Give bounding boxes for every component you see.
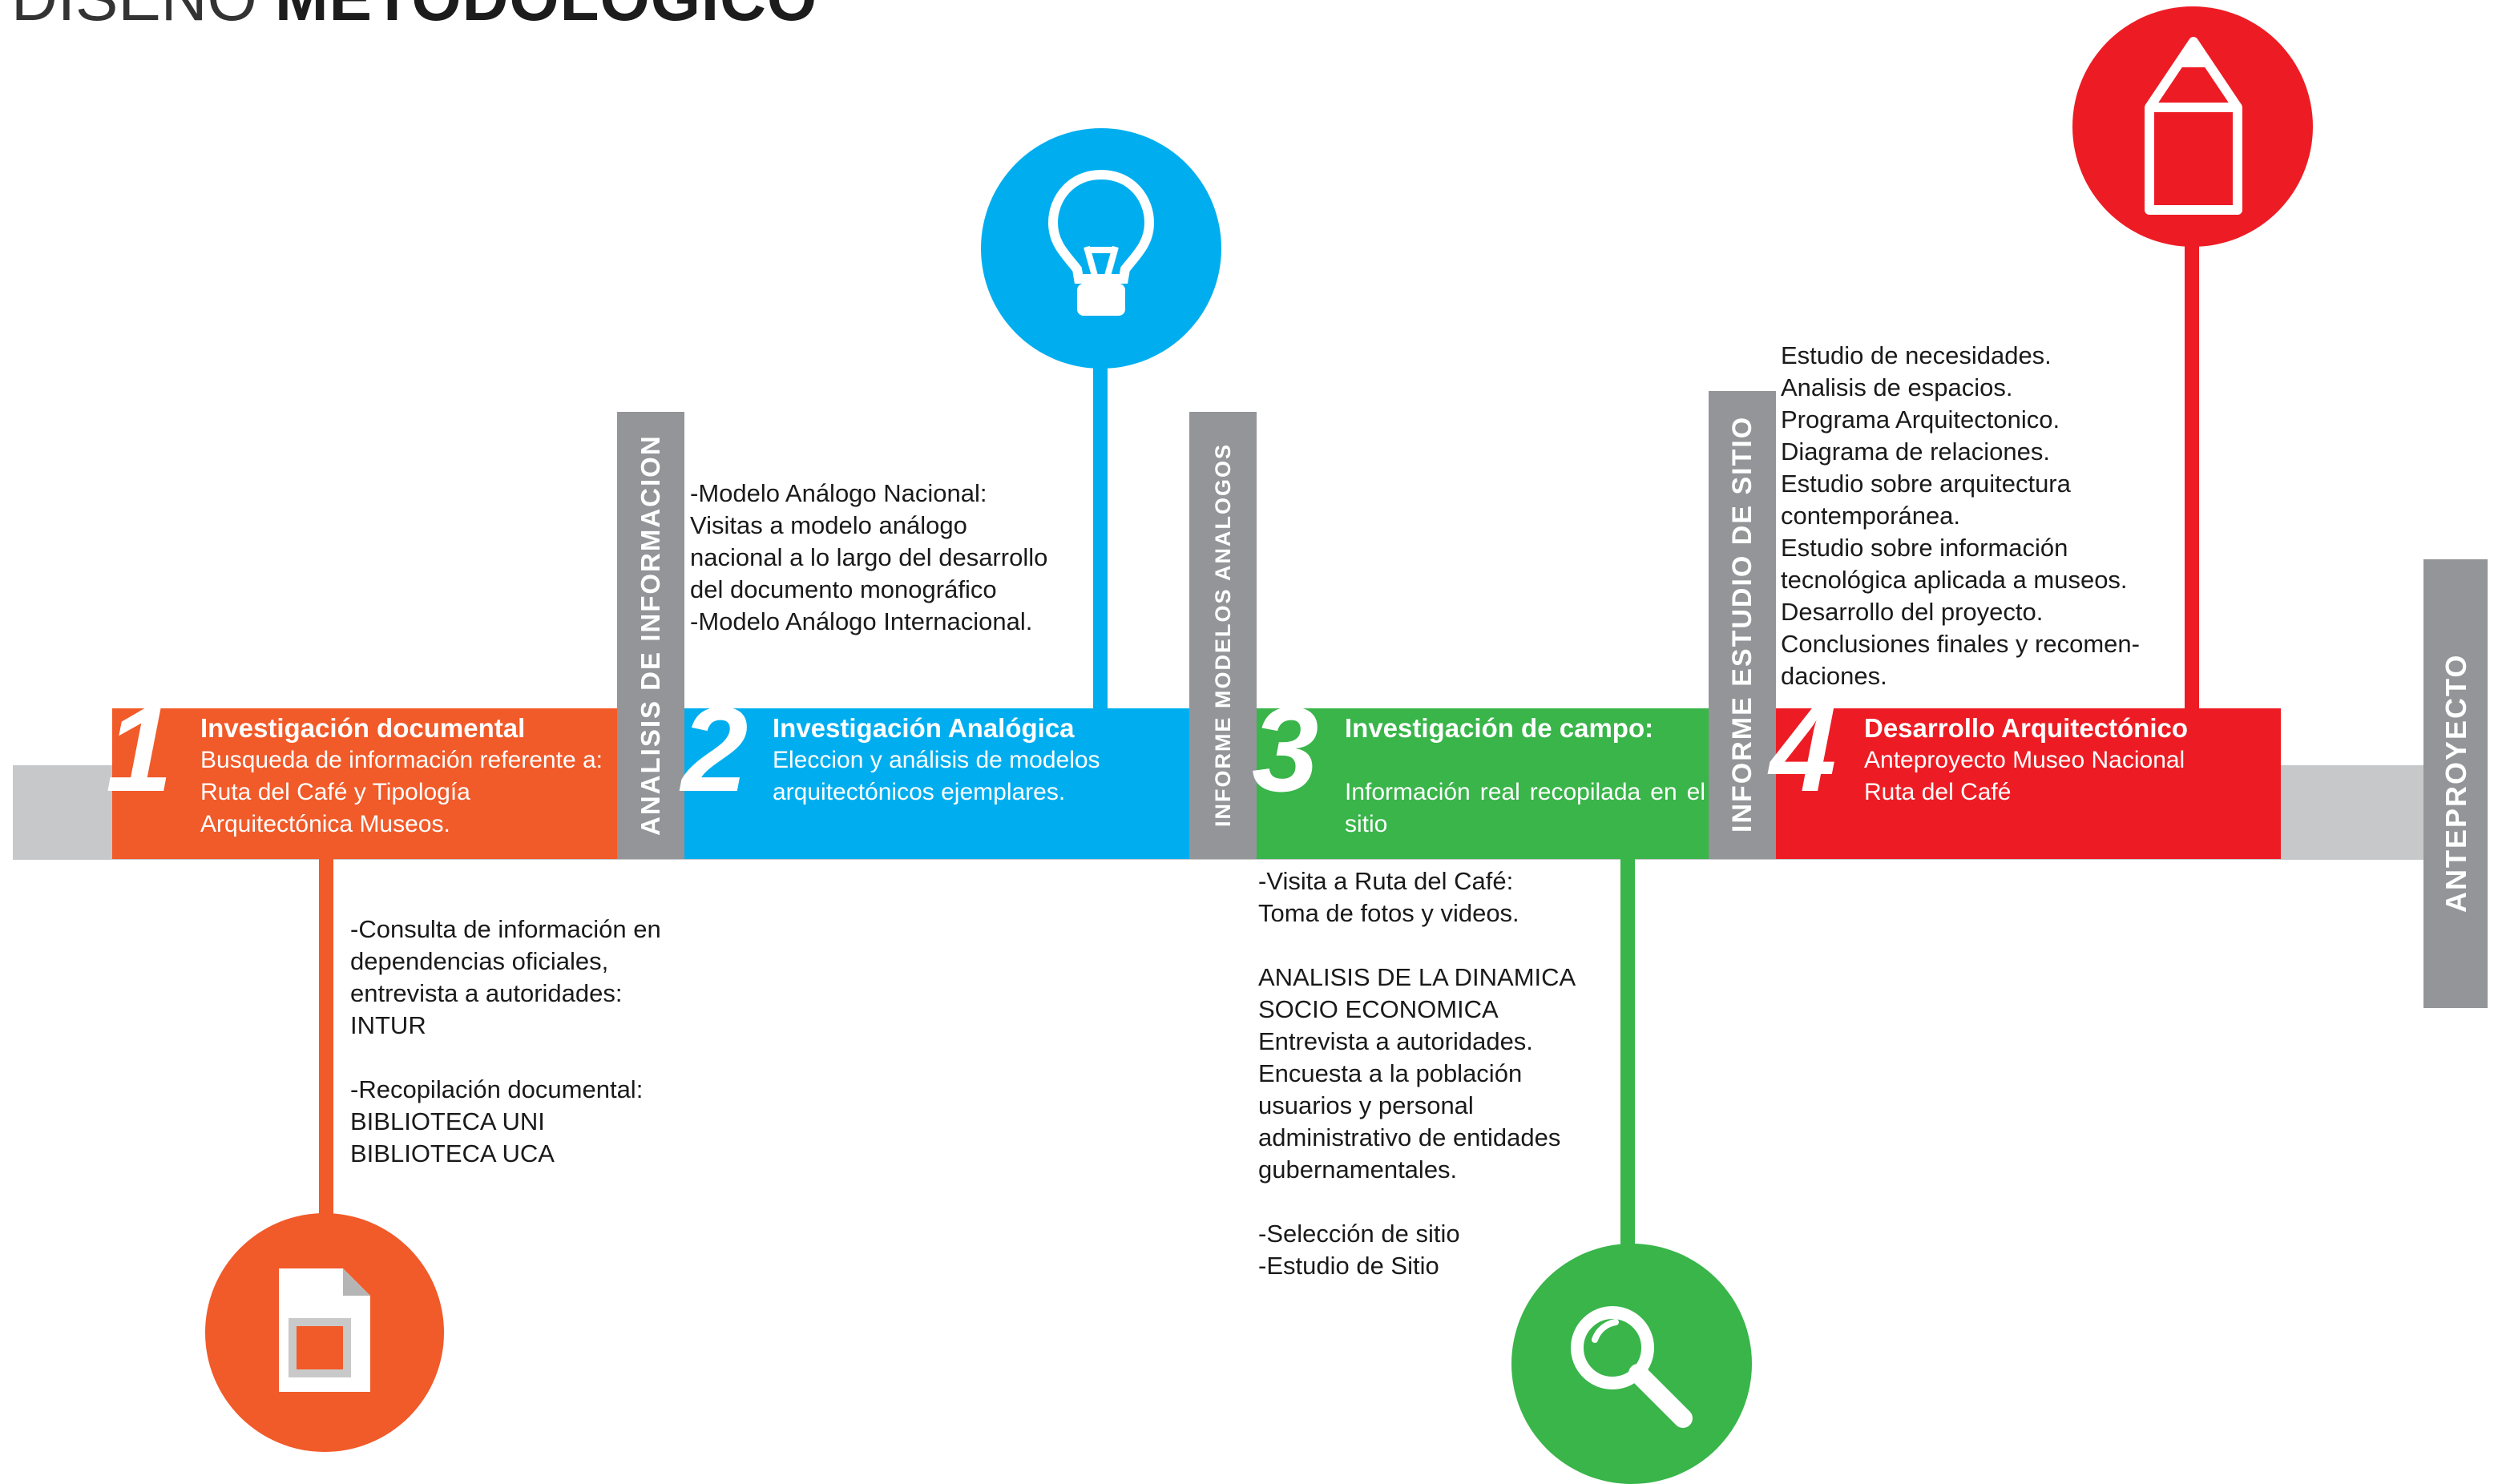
phase-3-body: Información real recopilada en el sitio xyxy=(1345,779,1705,837)
phase-2-stem xyxy=(1093,337,1108,713)
phase-1-block xyxy=(112,708,617,859)
page-title: DISEÑO METODOLOGICO xyxy=(11,0,817,30)
divider-analisis-informacion-label: ANALISIS DE INFORMACION xyxy=(636,434,665,836)
phase-1-number: 1 xyxy=(106,682,173,817)
divider-informe-estudio-sitio-label: INFORME ESTUDIO DE SITIO xyxy=(1727,415,1758,833)
phase-4-number: 4 xyxy=(1770,682,1837,817)
phase-3-notes: -Visita a Ruta del Café: Toma de fotos y… xyxy=(1258,867,1576,1280)
phase-4-heading: Desarrollo Arquitectónico xyxy=(1864,713,2189,743)
phase-2-notes: -Modelo Análogo Nacional: Visitas a mode… xyxy=(690,479,1048,635)
divider-informe-modelos xyxy=(1189,412,1257,859)
anteproyecto-block xyxy=(2423,559,2488,1008)
phase-4-body: Anteproyecto Museo Nacional Ruta del Caf… xyxy=(1864,747,2185,805)
phase-2-heading: Investigación Analógica xyxy=(773,713,1075,743)
divider-informe-estudio-sitio xyxy=(1709,391,1776,859)
phase-2-block xyxy=(684,708,1189,859)
phase-4-notes: Estudio de necesidades. Analisis de espa… xyxy=(1781,341,2140,690)
magnifier-icon xyxy=(1563,1298,1699,1434)
phase-3-block xyxy=(1257,708,1709,859)
phase-2-body: Eleccion y análisis de modelos arquitect… xyxy=(773,747,1100,805)
phase-1-stem xyxy=(319,849,333,1234)
divider-informe-modelos-label: INFORME MODELOS ANALOGOS xyxy=(1211,443,1235,827)
phase-3-heading: Investigación de campo: xyxy=(1345,713,1654,743)
phase-2-number: 2 xyxy=(681,682,749,817)
document-icon xyxy=(272,1262,377,1398)
phase-3-number: 3 xyxy=(1252,682,1319,817)
title-bold: METODOLOGICO xyxy=(275,0,817,34)
phase-4-stem xyxy=(2185,224,2199,713)
phase-1-notes: -Consulta de información en dependencias… xyxy=(350,915,661,1167)
title-light: DISEÑO xyxy=(11,0,257,34)
divider-analisis-informacion xyxy=(617,412,684,859)
anteproyecto-label: ANTEPROYECTO xyxy=(2440,653,2472,913)
pencil-icon xyxy=(2141,35,2246,220)
phase-1-body: Busqueda de información referente a: Rut… xyxy=(200,747,603,837)
lightbulb-icon xyxy=(1045,167,1157,327)
phase-1-heading: Investigación documental xyxy=(200,713,526,743)
phase-3-icon-circle xyxy=(1511,1244,1752,1484)
phase-3-stem xyxy=(1620,849,1635,1258)
phase-4-block xyxy=(1776,708,2281,859)
